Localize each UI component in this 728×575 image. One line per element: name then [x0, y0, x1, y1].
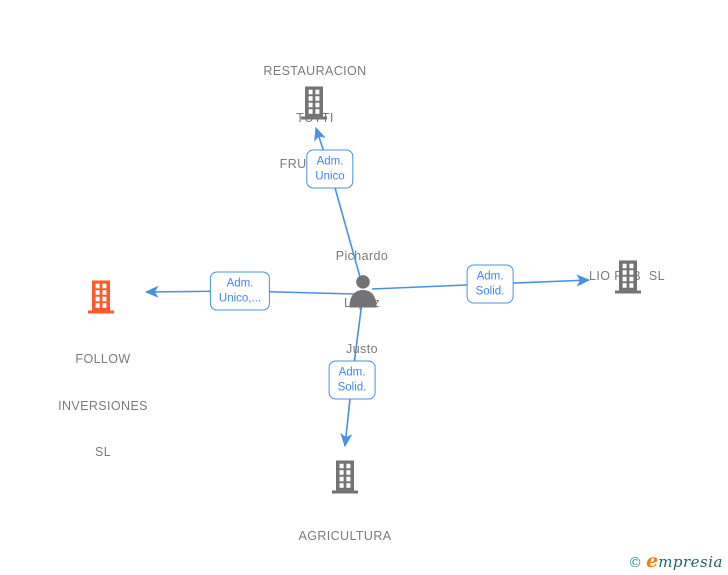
building-icon: [332, 460, 358, 494]
company-left-name: FOLLOW INVERSIONES SL: [58, 352, 148, 459]
edge-label-top[interactable]: Adm. Unico: [306, 149, 354, 189]
company-bottom-name: AGRICULTURA Y HOSTELERIA...: [298, 529, 392, 543]
brand-logo-letter: e: [646, 550, 659, 572]
company-right-node[interactable]: [614, 260, 642, 294]
company-bottom-node[interactable]: [331, 460, 359, 494]
company-left-node[interactable]: [87, 280, 115, 314]
building-icon: [88, 280, 114, 314]
building-icon: [615, 260, 641, 294]
building-icon: [301, 86, 327, 120]
brand-logo-text: mpresia: [658, 553, 723, 571]
empresia-watermark: ©empresia: [628, 550, 723, 572]
edge-label-right[interactable]: Adm. Solid.: [466, 264, 514, 304]
edge-label-left[interactable]: Adm. Unico,...: [209, 271, 271, 311]
company-top-node[interactable]: [300, 86, 328, 120]
edge-label-bottom[interactable]: Adm. Solid.: [328, 360, 376, 400]
person-icon: [349, 275, 377, 308]
copyright-icon: ©: [628, 555, 643, 571]
person-node[interactable]: [347, 274, 380, 308]
